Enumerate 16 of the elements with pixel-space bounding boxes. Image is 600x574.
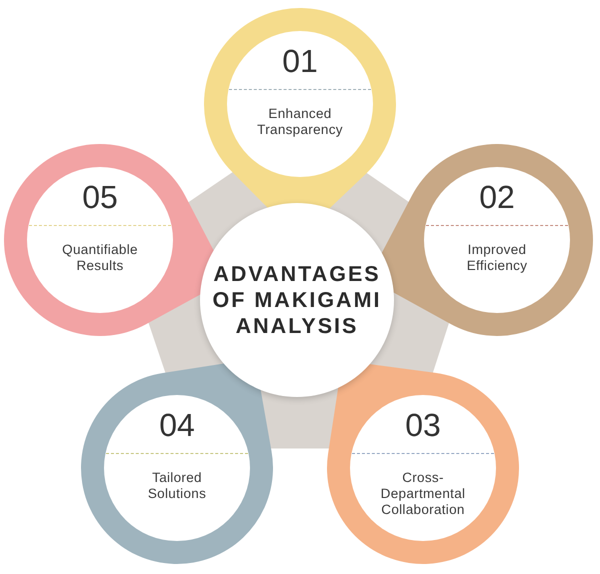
step-number: 03 (405, 407, 441, 443)
teardrop-ring (204, 8, 396, 210)
benefit-text: Cross-Departmental Collaboration (380, 470, 466, 518)
step-number: 04 (159, 407, 195, 443)
step-number: 01 (282, 43, 318, 79)
teardrop-ring (81, 363, 273, 564)
benefit-text: Tailored Solutions (148, 470, 206, 502)
benefit-text: Quantifiable Results (62, 242, 138, 274)
step-number: 05 (82, 179, 118, 215)
benefit-text: Enhanced Transparency (257, 106, 343, 138)
teardrop-ring (327, 363, 519, 564)
center-heading: ADVANTAGES OF MAKIGAMI ANALYSIS (212, 261, 382, 339)
teardrop-ring (4, 144, 215, 336)
benefit-text: Improved Efficiency (466, 242, 528, 274)
step-number: 02 (479, 179, 515, 215)
teardrop-ring (380, 144, 593, 336)
